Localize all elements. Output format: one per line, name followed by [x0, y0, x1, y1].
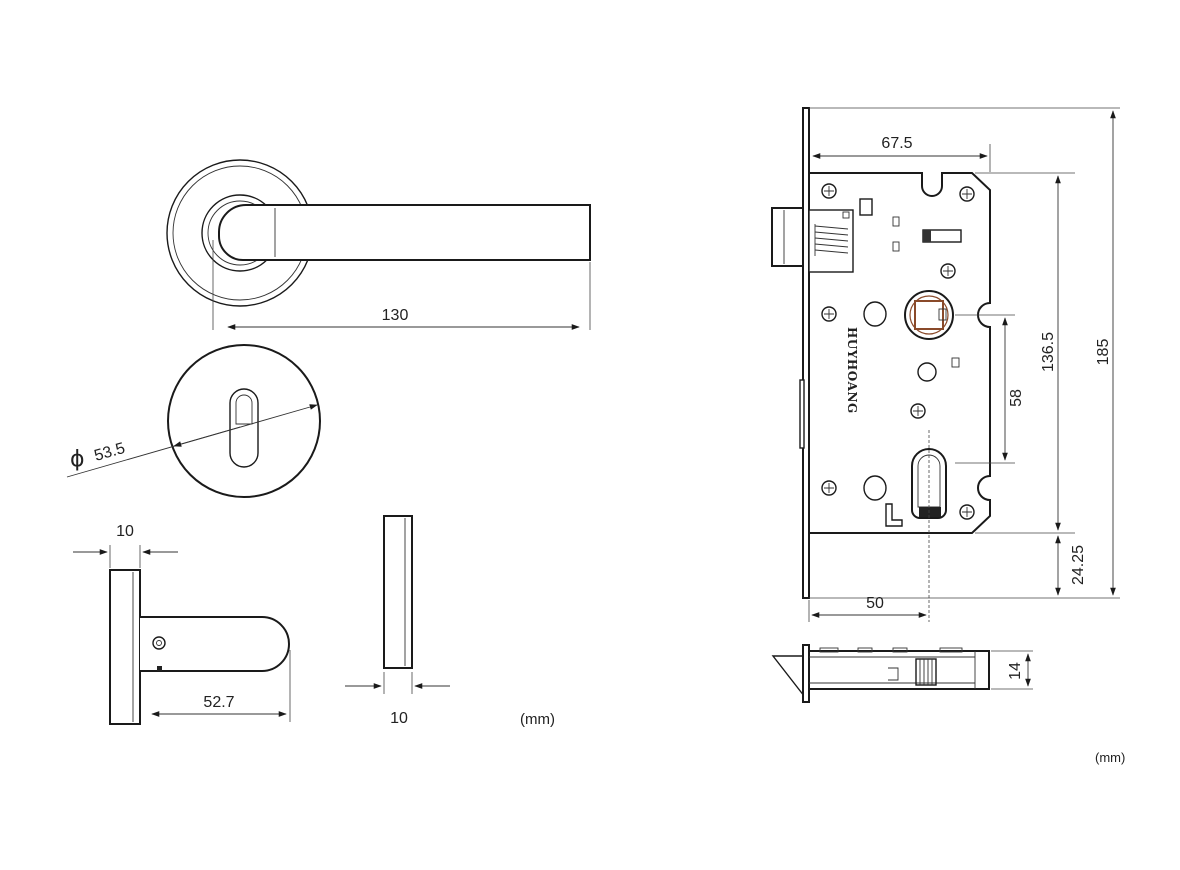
- diameter-symbol: ϕ: [70, 447, 85, 472]
- rose-edge-view: 10: [345, 515, 450, 727]
- unit-label-left: (mm): [520, 711, 555, 728]
- section-slot: [888, 667, 899, 681]
- spring-stop: [842, 211, 850, 219]
- lever-handle-view: 130: [166, 159, 591, 330]
- case-screw-top-right: [959, 186, 975, 202]
- section-tab-2: [857, 647, 873, 653]
- cylinder-cutout: [911, 448, 947, 519]
- deadlock-plate-end: [923, 230, 931, 242]
- grub-screw-hole: [152, 636, 166, 650]
- slot-right: [951, 357, 960, 368]
- handle-length-label: 130: [382, 307, 409, 324]
- follower-hub-inner: [909, 295, 949, 335]
- projection-label: 52.7: [203, 694, 234, 711]
- slot-top: [892, 216, 900, 227]
- rosette-view: ϕ 53.5: [66, 344, 321, 498]
- lock-bottom-view: 14: [771, 644, 1033, 704]
- lever-bar: [218, 204, 591, 261]
- round-hole: [917, 362, 937, 382]
- bottom-offset-label: 24.25: [1070, 545, 1087, 585]
- keyhole-escutcheon: [229, 388, 259, 468]
- depth-label: 14: [1007, 662, 1024, 680]
- lock-case: [808, 172, 991, 534]
- backset-label: 50: [866, 595, 884, 612]
- brand-text: HUYHOANG: [845, 327, 859, 414]
- faceplate-tab: [799, 379, 805, 449]
- rose-thickness-label: 10: [116, 523, 134, 540]
- bottom-bracket: [885, 503, 903, 527]
- cylinder-section: [915, 658, 937, 686]
- grub-screw-marker: [157, 666, 162, 671]
- small-lever-part: [859, 198, 873, 216]
- rosette-diameter-arrow: [173, 426, 241, 447]
- backset-top-label: 67.5: [881, 135, 912, 152]
- follower-hub: [904, 290, 954, 340]
- section-tab-3: [892, 647, 908, 653]
- edge-thickness-label: 10: [390, 710, 408, 727]
- section-tab-1: [819, 647, 839, 653]
- rose-edge-plate: [383, 515, 413, 669]
- case-screw-bottom-right: [959, 504, 975, 520]
- cylinder-section-ribs: [919, 659, 933, 685]
- grub-screw-centre: [156, 640, 162, 646]
- lever-side-profile: [140, 616, 290, 672]
- latch-bolt: [771, 207, 804, 267]
- keyhole-inner: [235, 394, 253, 425]
- case-screw-upper-mid: [940, 263, 956, 279]
- latch-spring-housing: [808, 209, 854, 273]
- cylinder-cam: [917, 454, 941, 508]
- spindle-square: [914, 300, 944, 330]
- case-screw-center: [910, 403, 926, 419]
- latch-spring-coil: [814, 225, 849, 254]
- handle-side-view: 10 52.7: [73, 523, 291, 725]
- section-tab-4: [939, 647, 963, 653]
- oval-hole-bottom: [863, 475, 887, 501]
- case-screw-left-mid: [821, 306, 837, 322]
- spindle-tab: [938, 308, 947, 321]
- case-height-label: 136.5: [1040, 332, 1057, 372]
- cylinder-cam-base: [919, 507, 941, 517]
- centre-distance-label: 58: [1008, 389, 1025, 407]
- case-screw-bottom-left: [821, 480, 837, 496]
- case-screw-top-left: [821, 183, 837, 199]
- overall-height-label: 185: [1095, 339, 1112, 366]
- mortise-lock-view: HUYHOANG 67.5 185 136.5 58 24.25 50: [771, 107, 1120, 622]
- rosette-circle: [167, 344, 321, 498]
- oval-hole-top: [863, 301, 887, 327]
- unit-label-right: (mm): [1095, 750, 1125, 765]
- slot-mid: [892, 241, 900, 252]
- rose-side-plate: [109, 569, 141, 725]
